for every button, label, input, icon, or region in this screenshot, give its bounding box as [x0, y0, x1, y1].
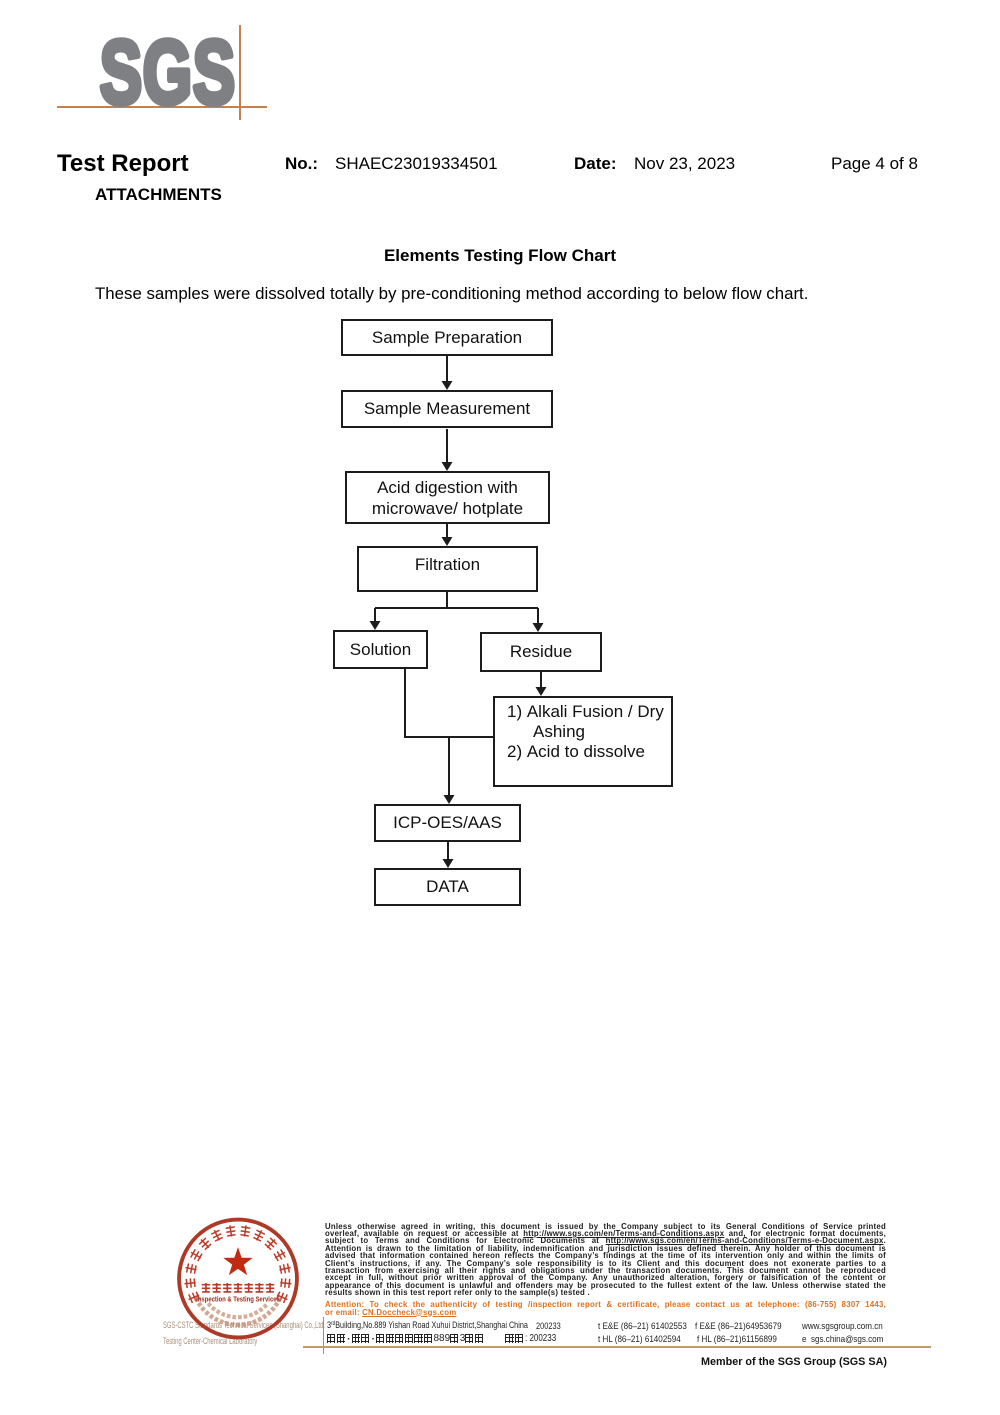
svg-text:SGS: SGS [100, 30, 236, 123]
svg-text:Inspection & Testing Services: Inspection & Testing Services [196, 1294, 280, 1303]
